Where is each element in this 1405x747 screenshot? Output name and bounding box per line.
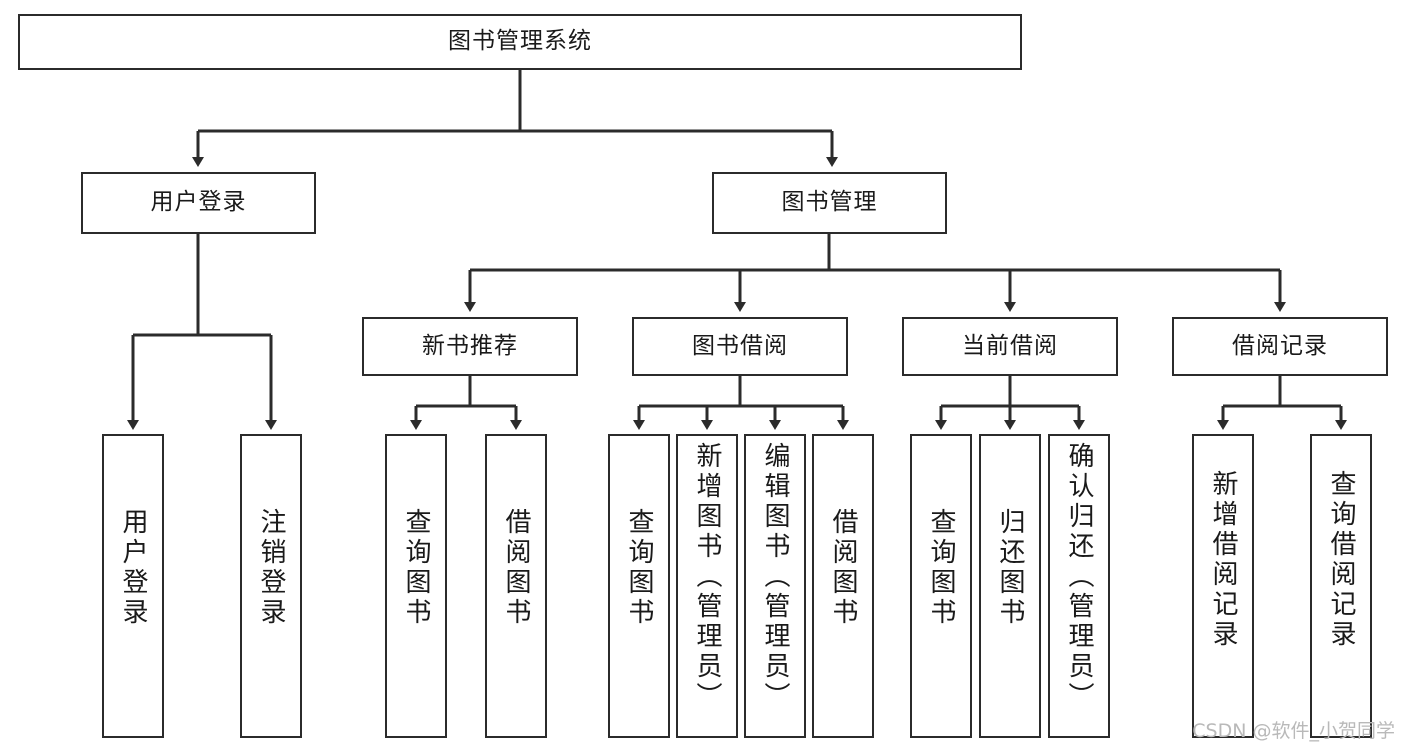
node-label: 新增借阅记录	[1208, 470, 1238, 650]
node-label: 借阅记录	[1232, 332, 1328, 359]
node-label: 用户登录	[150, 189, 247, 216]
node-label: 图书借阅	[692, 332, 788, 359]
node-label: 借阅图书	[828, 508, 858, 628]
node-label: 用户登录	[118, 508, 148, 628]
node-label: 查询借阅记录	[1326, 470, 1356, 650]
node-label: 新书推荐	[422, 332, 518, 359]
node-label: 归还图书	[995, 508, 1025, 628]
node-label: 查询图书	[926, 508, 956, 628]
node-label: 新增图书（管理员）	[692, 442, 722, 712]
node-label: 当前借阅	[962, 332, 1058, 359]
leaf-query-books-recommendation[interactable]: 查询图书	[385, 434, 447, 738]
node-book-borrowing[interactable]: 图书借阅	[632, 317, 848, 376]
node-user-login[interactable]: 用户登录	[81, 172, 316, 234]
node-label: 注销登录	[256, 508, 286, 628]
leaf-confirm-return-admin[interactable]: 确认归还（管理员）	[1048, 434, 1110, 738]
leaf-logout[interactable]: 注销登录	[240, 434, 302, 738]
leaf-edit-book-admin[interactable]: 编辑图书（管理员）	[744, 434, 806, 738]
leaf-query-borrowing-record[interactable]: 查询借阅记录	[1310, 434, 1372, 738]
node-label: 确认归还（管理员）	[1064, 442, 1094, 712]
node-new-book-recommendation[interactable]: 新书推荐	[362, 317, 578, 376]
node-label: 图书管理	[781, 189, 878, 216]
node-label: 查询图书	[401, 508, 431, 628]
node-label: 查询图书	[624, 508, 654, 628]
leaf-query-books-borrowing[interactable]: 查询图书	[608, 434, 670, 738]
node-label: 借阅图书	[501, 508, 531, 628]
node-label: 图书管理系统	[448, 28, 592, 55]
node-root-book-management-system[interactable]: 图书管理系统	[18, 14, 1022, 70]
leaf-add-book-admin[interactable]: 新增图书（管理员）	[676, 434, 738, 738]
node-book-management[interactable]: 图书管理	[712, 172, 947, 234]
node-label: 编辑图书（管理员）	[760, 442, 790, 712]
leaf-user-login[interactable]: 用户登录	[102, 434, 164, 738]
leaf-return-books[interactable]: 归还图书	[979, 434, 1041, 738]
node-borrowing-records[interactable]: 借阅记录	[1172, 317, 1388, 376]
node-current-borrowing[interactable]: 当前借阅	[902, 317, 1118, 376]
leaf-query-books-current[interactable]: 查询图书	[910, 434, 972, 738]
leaf-borrow-books-recommendation[interactable]: 借阅图书	[485, 434, 547, 738]
leaf-borrow-books-borrowing[interactable]: 借阅图书	[812, 434, 874, 738]
leaf-add-borrowing-record[interactable]: 新增借阅记录	[1192, 434, 1254, 738]
